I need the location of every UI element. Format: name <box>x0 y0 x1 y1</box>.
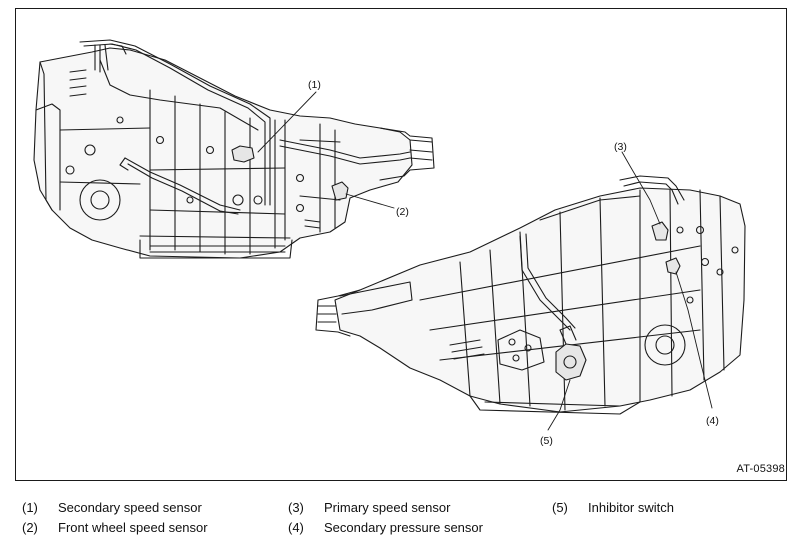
legend-number: (1) <box>22 500 38 515</box>
legend-number: (2) <box>22 520 38 535</box>
leader-line-2 <box>345 193 395 209</box>
legend-label: Front wheel speed sensor <box>58 520 208 535</box>
transmission-left-view <box>33 39 435 259</box>
legend-number: (4) <box>288 520 304 535</box>
callout-label-5: (5) <box>540 435 553 447</box>
callout-label-2: (2) <box>396 206 409 218</box>
callout-label-1: (1) <box>308 79 321 91</box>
callout-label-4: (4) <box>706 415 719 427</box>
callout-label-3: (3) <box>614 141 627 153</box>
transmission-right-view <box>315 175 746 415</box>
leader-line-1 <box>257 91 317 153</box>
legend-number: (5) <box>552 500 568 515</box>
legend: (1) Secondary speed sensor (2) Front whe… <box>0 492 803 542</box>
legend-label: Secondary pressure sensor <box>324 520 483 535</box>
legend-number: (3) <box>288 500 304 515</box>
figure-id: AT-05398 <box>736 463 785 475</box>
legend-label: Inhibitor switch <box>588 500 674 515</box>
leader-line-4 <box>675 271 713 409</box>
leader-line-3 <box>621 151 661 225</box>
legend-label: Secondary speed sensor <box>58 500 202 515</box>
legend-label: Primary speed sensor <box>324 500 451 515</box>
leader-line-5 <box>547 379 571 431</box>
